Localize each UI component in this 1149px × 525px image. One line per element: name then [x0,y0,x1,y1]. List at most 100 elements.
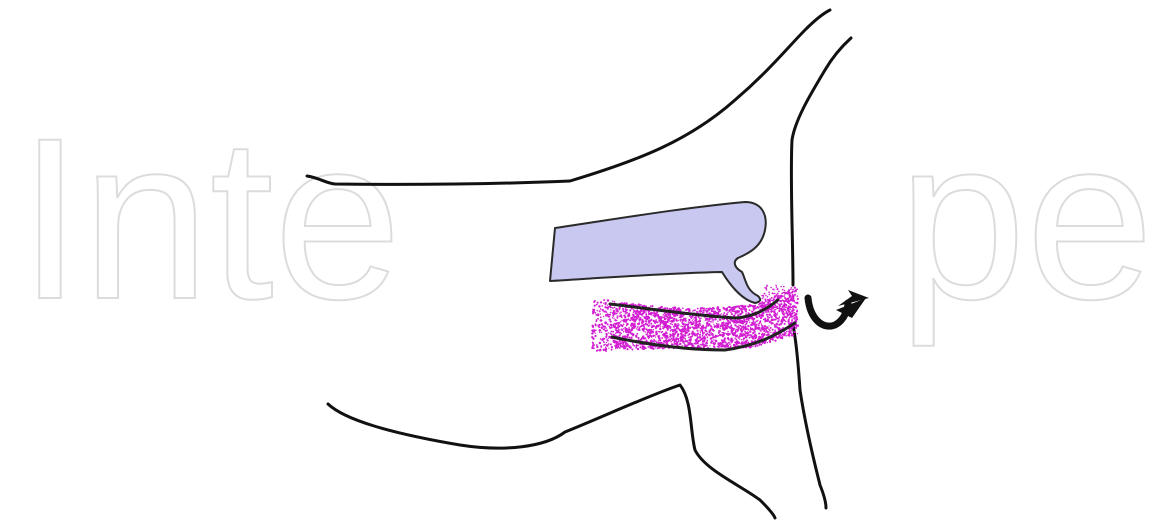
stain-dot [718,344,720,346]
stain-dot [780,286,782,288]
stain-dot [794,331,796,333]
stain-dot [755,321,757,323]
stain-dot [726,327,728,329]
stain-dot [741,339,742,340]
stain-dot [745,308,747,310]
stain-dot [740,343,742,345]
stain-dot [605,347,607,349]
stain-dot [637,316,639,318]
stain-dot [607,305,608,306]
stain-dot [680,333,683,336]
stain-dot [599,349,601,351]
stain-dot [662,347,664,349]
stain-dot [636,345,638,347]
stain-dot [788,302,790,304]
stain-dot [672,317,674,319]
stain-dot [662,327,664,329]
stain-region [591,285,799,352]
stain-dot [648,316,651,319]
stain-dot [625,337,626,338]
stain-dot [677,340,679,342]
stain-dot [783,286,785,288]
stain-dot [769,301,771,303]
stain-dot [795,316,797,318]
stain-dot [791,318,793,320]
stain-dot [611,349,613,351]
stain-dot [730,327,731,328]
stain-dot [620,321,621,322]
stain-dot [787,293,789,295]
stain-dot [768,328,770,330]
stain-dot [631,328,633,330]
stain-dot [705,317,707,319]
stain-dot [779,296,781,298]
stain-dot [726,323,728,325]
stain-dot [700,325,701,326]
stain-dot [713,324,714,325]
stain-dot [642,335,644,337]
stain-dot [710,337,712,339]
stain-dot [767,301,769,303]
stain-dot [639,320,641,322]
stain-dot [657,347,659,349]
stain-dot [602,328,603,329]
stain-dot [612,331,614,333]
stain-dot [793,331,794,332]
stain-dot [608,332,609,333]
stain-dot [667,340,670,343]
stain-dot [791,334,794,337]
stain-dot [653,312,654,313]
stain-dot [712,319,714,321]
stain-dot [693,345,695,347]
stain-dot [670,334,672,336]
stain-dot [669,316,671,318]
stain-dot [653,329,654,330]
stain-dot [606,314,608,316]
stain-dot [666,307,668,309]
stain-dot [688,344,689,345]
stain-dot [751,334,753,336]
stain-dot [647,325,649,327]
stain-dot [768,325,769,326]
stain-dot [685,318,687,320]
stain-dot [696,317,697,318]
stain-dot [672,336,674,338]
stain-dot [775,309,777,311]
stain-dot [621,325,623,327]
stain-dot [702,335,704,337]
stain-dot [627,318,629,320]
stain-dot [784,297,786,299]
stain-dot [592,326,594,328]
stain-dot [782,313,785,316]
stain-dot [648,338,649,339]
stain-dot [769,322,771,324]
stain-dot [610,312,612,314]
stain-dot [785,332,787,334]
stain-dot [625,309,627,311]
stain-dot [639,317,641,319]
stain-dot [772,339,774,341]
stain-dot [791,298,793,300]
stain-dot [652,335,654,337]
stain-dot [622,310,624,312]
stain-dot [768,291,770,293]
stain-dot [797,298,799,300]
stain-dot [783,292,785,294]
stain-dot [673,326,675,328]
stain-dot [727,320,728,321]
stain-dot [625,302,627,304]
stain-dot [691,336,693,338]
stain-dot [655,336,656,337]
stain-dot [655,320,658,323]
stain-dot [751,328,753,330]
stain-dot [714,326,715,327]
stain-dot [624,346,626,348]
stain-dot [674,309,676,311]
stain-dot [714,318,716,320]
stain-dot [667,313,668,314]
stain-dot [731,320,733,322]
stain-dot [607,306,609,308]
stain-dot [619,340,620,341]
stain-dot [698,325,699,326]
stain-dot [700,308,702,310]
